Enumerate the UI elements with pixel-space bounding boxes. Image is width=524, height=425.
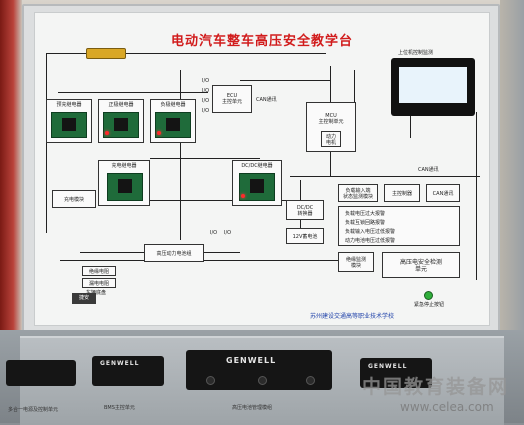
monitor-label: 上位机控制监测 bbox=[398, 50, 434, 56]
relay-label: 充电继电器 bbox=[111, 163, 137, 169]
battery-12v-label: 12V蓄电池 bbox=[292, 234, 318, 240]
insulation-block: 绝缘监测 模块 bbox=[338, 252, 374, 272]
relay-label: 正极继电器 bbox=[108, 102, 134, 108]
device-caption: 多合一电源及控制单元 bbox=[8, 407, 59, 413]
estop-label: 紧急停止按钮 bbox=[414, 302, 445, 308]
relay-block-precharge: 预充继电器 bbox=[46, 99, 92, 143]
hv-monitor-block: 高压电安全检测 单元 bbox=[382, 252, 460, 278]
can-block-label: CAN通讯 bbox=[432, 191, 454, 197]
wire bbox=[476, 112, 477, 280]
io-label: I/O bbox=[210, 230, 218, 236]
main-ctrl-label: 主控制器 bbox=[391, 191, 412, 197]
board-title: 电动汽车整车高压安全教学台 bbox=[170, 34, 353, 49]
warning-item: 负载互锁回路报警 bbox=[345, 220, 386, 226]
device-brand: GENWELL bbox=[226, 356, 277, 365]
charge-module-label: 充电模块 bbox=[63, 197, 84, 203]
relay-board bbox=[107, 173, 143, 201]
wire bbox=[58, 92, 208, 93]
warning-item: 动力电池电压过低报警 bbox=[345, 238, 396, 244]
relay-board bbox=[155, 112, 191, 138]
connector-knob bbox=[206, 376, 215, 385]
monitor-screen bbox=[399, 67, 467, 103]
io-label: I/O bbox=[202, 88, 210, 94]
warning-item: 负载输入电压过低报警 bbox=[345, 229, 396, 235]
background-wall-right bbox=[500, 0, 524, 330]
relay-block-charge: 充电继电器 bbox=[98, 160, 150, 206]
relay-label: 负极继电器 bbox=[160, 102, 186, 108]
relay-block-dcdc: DC/DC继电器 bbox=[232, 160, 282, 206]
leakage-resistor-label: 漏电电阻 bbox=[88, 281, 109, 287]
connector-knob bbox=[258, 376, 267, 385]
mcu-block: MCU 主控制单元 动力 电机 bbox=[306, 102, 356, 152]
warning-item: 负载电压过大报警 bbox=[345, 211, 386, 217]
device-caption: BMS主控单元 bbox=[104, 405, 135, 411]
main-ctrl-block: 主控制器 bbox=[384, 184, 420, 202]
load-input-label: 负载输入端 状态监测模块 bbox=[342, 188, 373, 200]
device-brand: GENWELL bbox=[368, 363, 408, 370]
side-device: GENWELL bbox=[360, 358, 432, 388]
wire bbox=[180, 70, 181, 240]
wire bbox=[46, 53, 326, 54]
load-input-block: 负载输入端 状态监测模块 bbox=[338, 184, 378, 202]
bms-device: GENWELL bbox=[92, 356, 164, 386]
emergency-stop-button[interactable] bbox=[424, 291, 433, 300]
relay-board bbox=[51, 112, 87, 138]
watermark-text: 中国教育装备网 bbox=[362, 376, 510, 398]
io-label: I/O bbox=[202, 98, 210, 104]
wire bbox=[290, 176, 480, 177]
device-brand: GENWELL bbox=[100, 360, 140, 367]
relay-board bbox=[239, 173, 275, 201]
control-unit-device bbox=[6, 360, 76, 386]
insulation-resistor-label: 绝缘电阻 bbox=[88, 269, 109, 275]
wire bbox=[120, 200, 300, 201]
indicator-led bbox=[241, 194, 245, 198]
dcdc-label: DC/DC 转换器 bbox=[296, 205, 314, 217]
can-label: CAN通讯 bbox=[256, 97, 277, 103]
mcu-label: MCU 主控制单元 bbox=[318, 113, 344, 125]
relay-block-negative: 负极继电器 bbox=[150, 99, 196, 143]
ecu-label: ECU 主控单元 bbox=[221, 93, 242, 105]
relay-label: DC/DC继电器 bbox=[241, 163, 273, 169]
dcdc-block: DC/DC 转换器 bbox=[286, 200, 324, 220]
motor-label: 动力 电机 bbox=[325, 134, 336, 146]
wire bbox=[410, 116, 411, 138]
charge-module-block: 充电模块 bbox=[52, 190, 96, 208]
relay-board bbox=[103, 112, 139, 138]
can-block: CAN通讯 bbox=[426, 184, 460, 202]
io-label: I/O bbox=[224, 230, 232, 236]
connector-knob bbox=[306, 376, 315, 385]
io-label: I/O bbox=[202, 108, 210, 114]
indicator-led bbox=[105, 131, 109, 135]
hv-monitor-label: 高压电安全检测 单元 bbox=[399, 259, 442, 273]
monitor-display bbox=[391, 58, 475, 116]
watermark-url: www.celea.com bbox=[400, 400, 494, 414]
warning-panel: 负载电压过大报警 负载互锁回路报警 负载输入电压过低报警 动力电池电压过低报警 bbox=[338, 206, 460, 246]
insulation-label: 绝缘监测 模块 bbox=[345, 257, 366, 269]
wire bbox=[240, 80, 330, 81]
motor-block: 动力 电机 bbox=[321, 131, 341, 147]
hv-battery-label: 高压动力电池组 bbox=[156, 251, 192, 257]
relay-label: 预充继电器 bbox=[56, 102, 82, 108]
resistor-label-box: 漏电电阻 bbox=[82, 278, 116, 288]
resistor-label-box: 绝缘电阻 bbox=[82, 266, 116, 276]
battery-12v-block: 12V蓄电池 bbox=[286, 228, 324, 244]
wire bbox=[46, 53, 47, 233]
battery-management-device: GENWELL bbox=[186, 350, 332, 390]
indicator-led bbox=[157, 131, 161, 135]
wire bbox=[150, 158, 260, 159]
relay-block-positive: 正极继电器 bbox=[98, 99, 144, 143]
brand-logo: 捷安 bbox=[72, 293, 96, 304]
school-name: 苏州建设交通高等职业技术学校 bbox=[310, 313, 395, 320]
can-label-2: CAN通讯 bbox=[418, 167, 439, 173]
chassis-label: 车辆底盘 bbox=[86, 290, 107, 296]
hv-battery-block: 高压动力电池组 bbox=[144, 244, 204, 262]
ecu-block: ECU 主控单元 bbox=[212, 85, 252, 113]
precharge-resistor bbox=[86, 48, 126, 59]
background-wall-left bbox=[0, 0, 22, 330]
io-label: I/O bbox=[202, 78, 210, 84]
device-caption: 高压电池管理模组 bbox=[232, 405, 273, 411]
